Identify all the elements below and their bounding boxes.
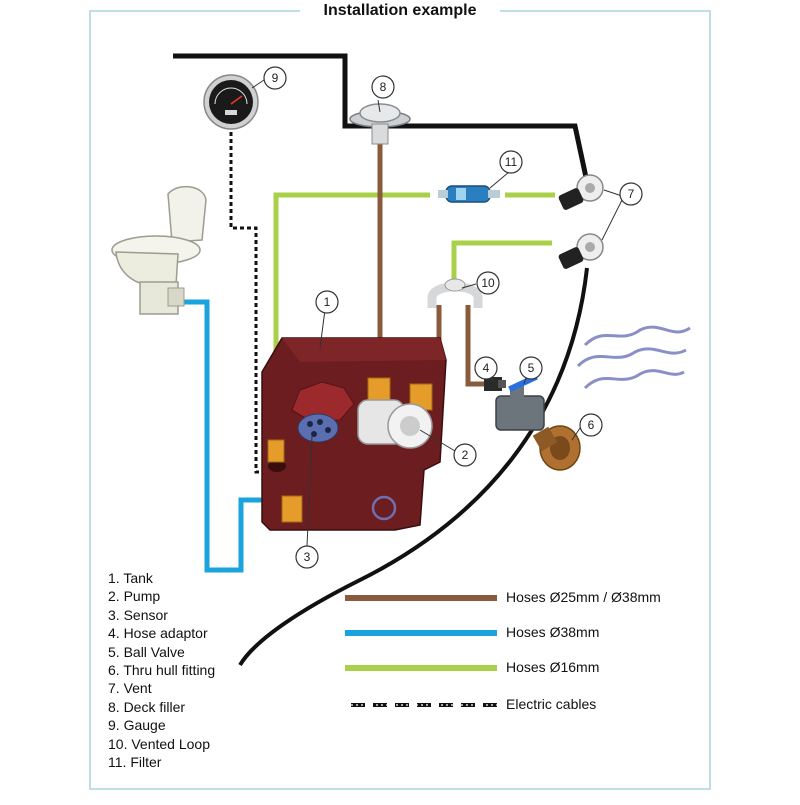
svg-text:1: 1	[324, 295, 331, 309]
callout-7: 7	[619, 182, 643, 206]
key-label-electric: Electric cables	[506, 696, 597, 712]
vent-icon	[558, 233, 604, 269]
waves-icon	[576, 325, 691, 390]
page-title: Installation example	[323, 2, 477, 19]
legend-item: 7. Vent	[108, 680, 152, 697]
key-label-green: Hoses Ø16mm	[506, 659, 600, 675]
svg-text:6: 6	[588, 418, 595, 432]
legend-item: 8. Deck filler	[108, 698, 186, 715]
legend-list: 1. Tank 2. Pump 3. Sensor 4. Hose adapto…	[108, 569, 215, 771]
legend-item: 2. Pump	[108, 588, 161, 605]
pump-icon	[357, 377, 433, 449]
callout-11: 11	[499, 150, 523, 174]
line-key-swatches	[345, 595, 497, 707]
gauge-icon	[203, 74, 259, 130]
svg-text:7: 7	[628, 187, 635, 201]
callout-6: 6	[579, 413, 603, 437]
callout-3: 3	[295, 545, 319, 569]
callout-4: 4	[474, 356, 498, 380]
brown-hose-outlet	[465, 305, 485, 387]
sensor-icon	[297, 413, 339, 443]
legend-item: 1. Tank	[108, 570, 153, 586]
callout-leaders	[251, 79, 623, 547]
svg-text:9: 9	[272, 71, 279, 85]
legend-item: 5. Ball Valve	[108, 643, 185, 660]
callout-markers: 1 2 3 4 5 6 7 8 9 10 11	[263, 66, 643, 569]
green-hose-loop	[451, 240, 552, 282]
callout-1: 1	[315, 290, 339, 314]
legend-item: 9. Gauge	[108, 717, 166, 734]
vent-icon	[558, 174, 604, 210]
blue-hose-toilet	[180, 299, 280, 573]
tank-fitting	[281, 495, 303, 523]
callout-10: 10	[476, 271, 500, 295]
legend-item: 10. Vented Loop	[108, 735, 210, 752]
vented-loop-icon	[427, 278, 483, 308]
svg-text:3: 3	[304, 550, 311, 564]
electric-cable	[229, 118, 310, 474]
callout-9: 9	[263, 66, 287, 90]
legend-item: 3. Sensor	[108, 606, 168, 623]
svg-text:10: 10	[481, 276, 495, 290]
tank-fitting	[267, 439, 285, 463]
title-gap	[300, 0, 500, 22]
key-label-brown: Hoses Ø25mm / Ø38mm	[506, 589, 661, 605]
svg-text:8: 8	[380, 80, 387, 94]
svg-text:4: 4	[483, 361, 490, 375]
svg-text:2: 2	[462, 448, 469, 462]
key-label-blue: Hoses Ø38mm	[506, 624, 600, 640]
tank-icon	[261, 337, 447, 531]
hose-adaptor-icon	[484, 377, 506, 391]
callout-8: 8	[371, 75, 395, 99]
toilet-icon	[111, 185, 207, 315]
filter-icon	[438, 185, 500, 203]
svg-text:11: 11	[505, 155, 518, 169]
legend-item: 11. Filter	[108, 754, 162, 771]
legend-item: 4. Hose adaptor	[108, 625, 208, 642]
callout-2: 2	[453, 443, 477, 467]
callout-5: 5	[519, 356, 543, 380]
legend-item: 6. Thru hull fitting	[108, 662, 216, 679]
hull-line	[238, 267, 589, 667]
svg-text:5: 5	[528, 361, 535, 375]
thru-hull-icon	[532, 425, 581, 471]
